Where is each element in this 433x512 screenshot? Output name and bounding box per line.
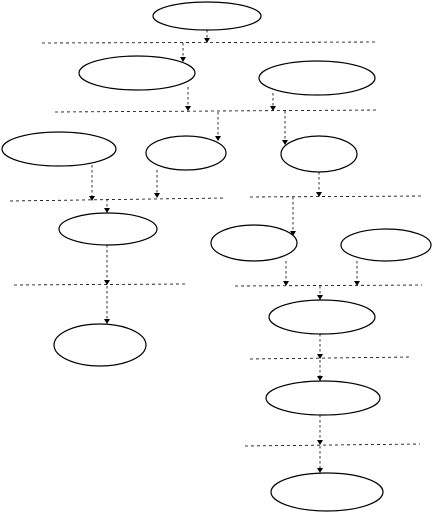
edge-n10-in bbox=[104, 286, 110, 324]
edge-n2-n5 bbox=[185, 87, 191, 111]
node-n7 bbox=[58, 212, 158, 246]
node-n2 bbox=[78, 55, 196, 91]
node-n9 bbox=[340, 228, 432, 262]
edge-n13-in bbox=[317, 446, 323, 473]
node-n6 bbox=[280, 135, 358, 173]
node-n3 bbox=[258, 60, 376, 96]
edge-n11-in bbox=[317, 286, 323, 300]
edge-n11-n12 bbox=[317, 334, 323, 359]
dividers bbox=[9, 41, 423, 447]
edge-n12-n13 bbox=[317, 415, 323, 445]
node-n8 bbox=[210, 224, 298, 262]
edges bbox=[89, 30, 360, 473]
node-n5 bbox=[145, 135, 227, 171]
node-n13 bbox=[270, 472, 384, 512]
divider-line bbox=[54, 109, 379, 113]
edge-n8-in bbox=[290, 197, 296, 236]
divider-line bbox=[249, 195, 423, 198]
edge-n7-n10 bbox=[104, 245, 110, 285]
divider-line bbox=[249, 356, 411, 360]
node-n11 bbox=[268, 299, 376, 335]
edge-n4-n7 bbox=[89, 165, 95, 201]
node-n12 bbox=[265, 380, 381, 416]
node-n4 bbox=[1, 131, 117, 167]
node-n1 bbox=[152, 1, 262, 31]
divider-line bbox=[9, 197, 226, 202]
divider-line bbox=[13, 283, 186, 286]
node-n10 bbox=[53, 323, 147, 367]
edge-n5-n7 bbox=[154, 170, 160, 198]
divider-line bbox=[41, 41, 379, 44]
divider-line bbox=[244, 443, 421, 447]
edge-n1-n2 bbox=[180, 43, 186, 62]
edge-n3-n6a bbox=[270, 93, 276, 111]
edge-n12-in bbox=[317, 360, 323, 381]
edge-n7-top bbox=[104, 199, 110, 213]
edge-n9-n11 bbox=[354, 261, 360, 286]
edge-n3-n5 bbox=[215, 112, 221, 141]
divider-line bbox=[234, 284, 423, 287]
edge-n6-n8 bbox=[316, 172, 322, 197]
edge-n3-n6 bbox=[282, 111, 288, 145]
edge-n8-n11 bbox=[283, 261, 289, 286]
edge-n1-n3 bbox=[204, 30, 210, 43]
